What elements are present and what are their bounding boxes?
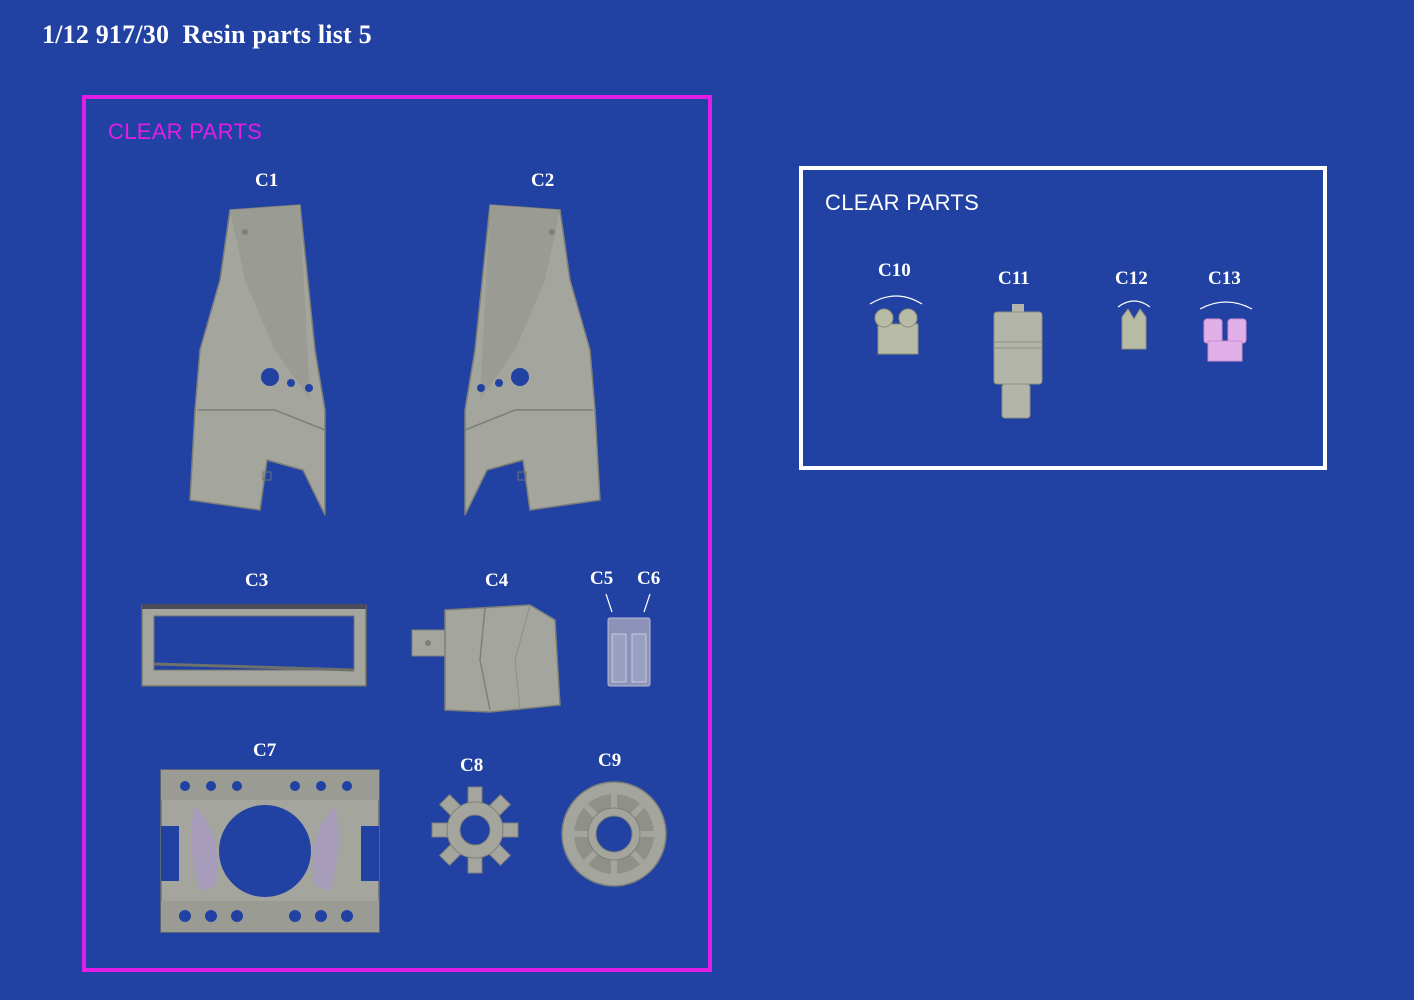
part-label-c7: C7 [253,740,277,761]
part-label-c9: C9 [598,750,622,771]
part-c11 [993,304,1043,419]
part-label-c1: C1 [255,170,279,191]
clear-parts-panel-right: CLEAR PARTS [799,166,1327,470]
part-label-c2: C2 [531,170,555,191]
part-label-c10: C10 [878,260,911,281]
part-label-c4: C4 [485,570,509,591]
part-c7-bulkhead [160,769,380,933]
part-c8-gear [431,786,519,874]
clear-parts-panel-left: CLEAR PARTS [82,95,712,972]
part-label-c12: C12 [1115,268,1148,289]
part-label-c13: C13 [1208,268,1241,289]
part-label-c5: C5 [590,568,614,589]
part-label-c8: C8 [460,755,484,776]
part-c1-side-panel [189,204,326,516]
part-c9-wheel [561,781,667,887]
part-c12 [1117,300,1151,350]
part-label-c11: C11 [998,268,1030,289]
panel-heading: CLEAR PARTS [108,119,263,144]
part-c5-c6-clear-clips [605,593,651,687]
part-c13-pink [1199,301,1253,362]
part-label-c3: C3 [245,570,269,591]
part-c10 [869,295,923,355]
page-title: 1/12 917/30 Resin parts list 5 [42,20,372,49]
part-c4-cover [411,604,561,713]
part-c2-side-panel [464,204,601,516]
part-c3-frame [141,604,367,687]
part-label-c6: C6 [637,568,661,589]
panel-heading: CLEAR PARTS [825,190,980,215]
